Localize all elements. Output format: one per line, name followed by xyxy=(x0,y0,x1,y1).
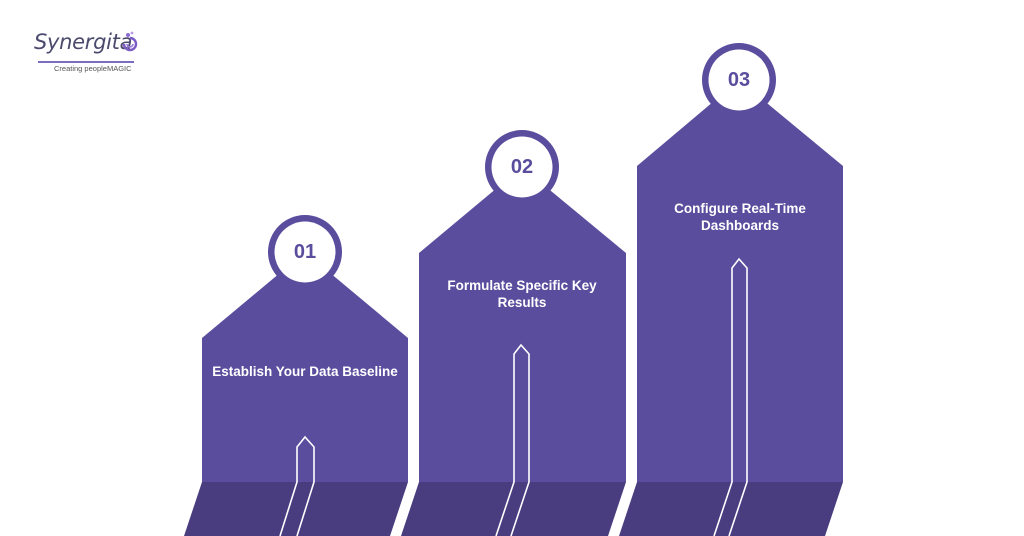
step-2-title: Formulate Specific Key Results xyxy=(447,278,597,310)
step-2-number: 02 xyxy=(510,156,534,178)
step-1-arrow-icon xyxy=(279,435,315,536)
step-3-arrow-icon xyxy=(713,257,748,536)
step-2-arrow-icon xyxy=(495,343,530,536)
logo-swirl-icon xyxy=(122,31,138,52)
logo-tagline: Creating peopleMAGIC xyxy=(54,64,132,73)
logo-divider xyxy=(38,61,134,63)
step-3-block xyxy=(619,43,843,536)
step-3-number: 03 xyxy=(727,69,751,91)
step-1-title: Establish Your Data Baseline xyxy=(212,364,398,379)
step-2-block xyxy=(401,130,626,536)
step-1-number: 01 xyxy=(293,241,317,263)
step-1-block xyxy=(184,215,408,536)
logo-wordmark: Synergita xyxy=(34,30,133,54)
synergita-logo: Synergita Creating peopleMAGIC xyxy=(34,28,144,76)
step-3-title: Configure Real-Time Dashboards xyxy=(674,201,806,233)
